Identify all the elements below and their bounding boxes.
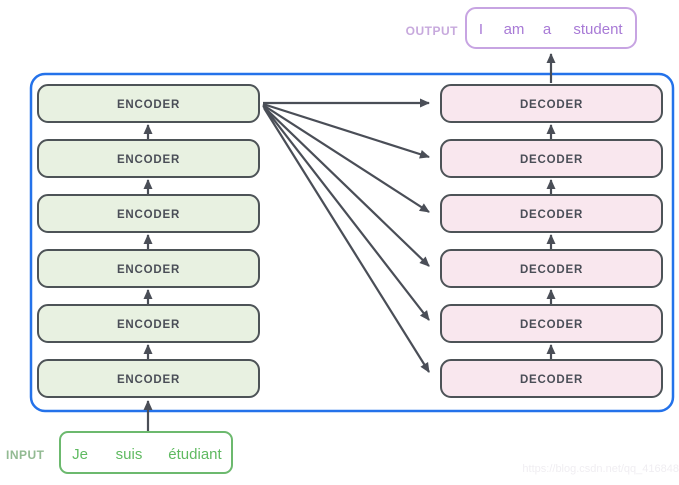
decoder-label: DECODER [520, 209, 583, 221]
output-word: am [504, 21, 525, 38]
decoder-label: DECODER [520, 99, 583, 111]
decoder-block-3: DECODER [440, 249, 663, 288]
decoder-label: DECODER [520, 319, 583, 331]
output-word: a [543, 21, 552, 38]
decoder-block-1: DECODER [440, 359, 663, 398]
decoder-stack: DECODER DECODER DECODER DECODER DECODER … [440, 84, 663, 398]
transformer-container-border [29, 72, 675, 413]
input-word: étudiant [168, 446, 222, 463]
encoder-block-4: ENCODER [37, 194, 260, 233]
decoder-block-2: DECODER [440, 304, 663, 343]
decoder-block-5: DECODER [440, 139, 663, 178]
encoder-label: ENCODER [117, 319, 180, 331]
output-group: OUTPUT I am a student [406, 7, 637, 49]
encoder-block-3: ENCODER [37, 249, 260, 288]
decoder-block-6: DECODER [440, 84, 663, 123]
encoder-label: ENCODER [117, 99, 180, 111]
watermark-url: https://blog.csdn.net/qq_416848 [522, 463, 679, 475]
decoder-block-4: DECODER [440, 194, 663, 233]
output-sentence-box [465, 7, 637, 49]
decoder-label: DECODER [520, 374, 583, 386]
decoder-label: DECODER [520, 154, 583, 166]
encoder-label: ENCODER [117, 264, 180, 276]
input-word: Je [72, 446, 88, 463]
input-group: INPUT Je suis étudiant [6, 431, 233, 474]
output-word: student [573, 21, 623, 38]
input-sentence-box [59, 431, 233, 474]
encoder-block-1: ENCODER [37, 359, 260, 398]
input-word: suis [116, 446, 143, 463]
encoder-label: ENCODER [117, 374, 180, 386]
encoder-block-2: ENCODER [37, 304, 260, 343]
output-word: I [479, 21, 483, 38]
encoder-label: ENCODER [117, 154, 180, 166]
encoder-label: ENCODER [117, 209, 180, 221]
input-label: INPUT [6, 448, 45, 462]
encoder-stack: ENCODER ENCODER ENCODER ENCODER ENCODER … [37, 84, 260, 398]
encoder-block-5: ENCODER [37, 139, 260, 178]
output-label: OUTPUT [406, 24, 459, 38]
decoder-label: DECODER [520, 264, 583, 276]
encoder-decoder-fanout-arrows [262, 98, 430, 373]
encoder-block-6: ENCODER [37, 84, 260, 123]
